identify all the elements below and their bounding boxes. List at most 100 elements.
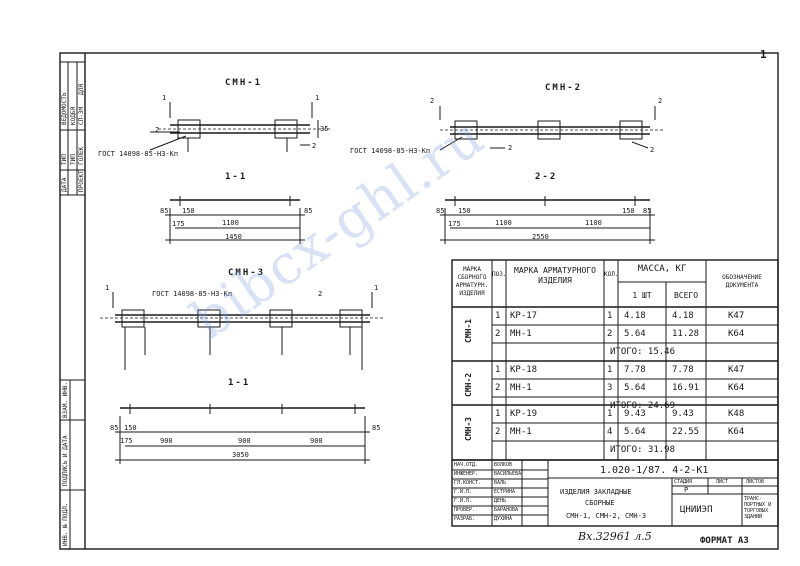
stamp-top-2: ИНВ. № ПОДЛ. (62, 502, 69, 546)
stamp-rev-0: ДАТА (61, 177, 68, 192)
cell-all: 16.91 (672, 383, 700, 393)
stage-value: Р (684, 486, 689, 494)
sheet-label: ЛИСТ (716, 479, 729, 485)
cell-item: МН-1 (510, 329, 532, 339)
signature-name: ВАСИЛЬЕВА (494, 471, 522, 477)
signature-role: Г.И.П. (454, 489, 473, 495)
cell-qty: 4 (607, 427, 613, 437)
cell-doc: К47 (728, 365, 745, 375)
smn1-section-title: 1-1 (225, 172, 248, 182)
product-line1: ИЗДЕЛИЯ ЗАКЛАДНЫЕ (560, 488, 632, 496)
hdr-doc: ОБОЗНАЧЕНИЕ ДОКУМЕНТА (722, 274, 762, 289)
smn1-dim-35: 35 (320, 125, 329, 133)
hdr-pos: ПОЗ. (492, 271, 507, 278)
smn3-title: СМН-3 (228, 268, 266, 278)
group-mark: СМН-1 (464, 318, 473, 343)
cell-pos: 2 (495, 383, 501, 393)
smn3-dim-900c: 900 (310, 437, 323, 445)
smn2-title: СМН-2 (545, 83, 583, 93)
smn2-gost: ГОСТ 14098-85-Н3-Кп (350, 147, 431, 155)
hdr-mark-assembly: МАРКА СБОРНОГО АРМАТУРН. ИЗДЕЛИЯ (455, 266, 489, 297)
signature-role: РАЗРАБ. (454, 516, 476, 522)
group-total: ИТОГО: 15.46 (610, 347, 676, 357)
signature-name: ВОЛКОВ (494, 462, 513, 468)
smn2-callout-2b: 2 (650, 146, 655, 154)
cell-qty: 2 (607, 329, 613, 339)
hdr-mark-product: МАРКА АРМАТУРНОГО ИЗДЕЛИЯ (514, 266, 596, 285)
smn2-callout-2: 2 (508, 144, 513, 152)
cell-doc: К64 (728, 383, 745, 393)
hdr-qty: КОЛ. (604, 271, 619, 278)
smn2-dim-85b: 85 (643, 207, 652, 215)
cell-all: 7.78 (672, 365, 694, 375)
group-total: ИТОГО: 31.98 (610, 445, 676, 455)
smn2-dim-2550: 2550 (532, 233, 549, 241)
cell-item: МН-1 (510, 383, 532, 393)
cell-qty: 1 (607, 409, 613, 419)
cell-qty: 1 (607, 311, 613, 321)
signature-name: БАРАНОВА (494, 507, 519, 513)
stamp-top-1: ПОДПИСЬ И ДАТА (62, 435, 69, 486)
stamp-rev-3: ТИП (70, 154, 77, 165)
smn2-dim-175: 175 (448, 220, 461, 228)
smn2-dim-1100a: 1100 (495, 219, 512, 227)
group-mark: СМН-3 (464, 416, 473, 441)
org-name: ЦНИИЭП (680, 505, 713, 515)
signature-name: ДУХИНА (494, 516, 513, 522)
stamp-val-3: ДЛЯ (78, 84, 85, 95)
smn3-callout-1: 1 (105, 284, 110, 292)
smn1-dim-1100: 1100 (222, 219, 239, 227)
cell-one: 5.64 (624, 427, 646, 437)
cell-item: КР-19 (510, 409, 538, 419)
handwritten-note: Вх.32961 л.5 (578, 530, 652, 543)
smn3-section-title: 1-1 (228, 378, 251, 388)
signature-role: ИНЖЕНЕР. (454, 471, 479, 477)
smn1-dim-150: 150 (182, 207, 195, 215)
smn3-dim-85b: 85 (372, 424, 381, 432)
signature-name: ВАЛЬ (494, 480, 507, 486)
group-total: ИТОГО: 24.69 (610, 401, 676, 411)
cell-one: 9.43 (624, 409, 646, 419)
smn3-gost: ГОСТ 14098-85-Н3-Кп (152, 290, 233, 298)
cell-doc: К64 (728, 329, 745, 339)
smn1-callout-1b: 1 (315, 94, 320, 102)
stamp-rev-4: ПРОЕКТ (78, 170, 85, 192)
smn1-dim-85b: 85 (304, 207, 313, 215)
smn2-callout-1b: 2 (658, 97, 663, 105)
stage-label: СТАДИЯ (674, 479, 693, 485)
smn1-callout-1: 1 (162, 94, 167, 102)
smn3-dim-150: 150 (124, 424, 137, 432)
product-line2: СБОРНЫЕ (585, 499, 615, 507)
smn1-dim-1450: 1450 (225, 233, 242, 241)
stamp-rev-1: ТИП (61, 154, 68, 165)
signature-name: ЕСТРИНА (494, 489, 516, 495)
cell-pos: 1 (495, 311, 501, 321)
smn2-dim-150b: 150 (622, 207, 635, 215)
hdr-mass-all: ВСЕГО (673, 291, 699, 300)
smn2-dim-85a: 85 (436, 207, 445, 215)
signature-role: Г.И.П. (454, 498, 473, 504)
hdr-mass-one: 1 ШТ (632, 291, 652, 300)
cell-pos: 1 (495, 365, 501, 375)
smn1-title: СМН-1 (225, 78, 263, 88)
cell-qty: 1 (607, 365, 613, 375)
cell-doc: К64 (728, 427, 745, 437)
cell-item: МН-1 (510, 427, 532, 437)
smn2-dim-150a: 150 (458, 207, 471, 215)
smn1-dim-85a: 85 (160, 207, 169, 215)
smn3-dim-900b: 900 (238, 437, 251, 445)
smn1-callout-2b: 2 (312, 142, 317, 150)
cell-one: 5.64 (624, 383, 646, 393)
stamp-val-0: ГОЛЕК (78, 146, 85, 165)
smn2-callout-1: 2 (430, 97, 435, 105)
cell-one: 7.78 (624, 365, 646, 375)
smn1-callout-2: 2 (155, 126, 160, 134)
smn2-dim-1100b: 1100 (585, 219, 602, 227)
stamp-val-1: КОДБЯ (70, 106, 77, 125)
smn1-dim-175: 175 (172, 220, 185, 228)
cell-pos: 1 (495, 409, 501, 419)
cell-pos: 2 (495, 427, 501, 437)
stamp-val-2: СП-ЗМ (78, 106, 85, 125)
title-code: 1.020-1/87. 4-2-К1 (600, 465, 709, 476)
